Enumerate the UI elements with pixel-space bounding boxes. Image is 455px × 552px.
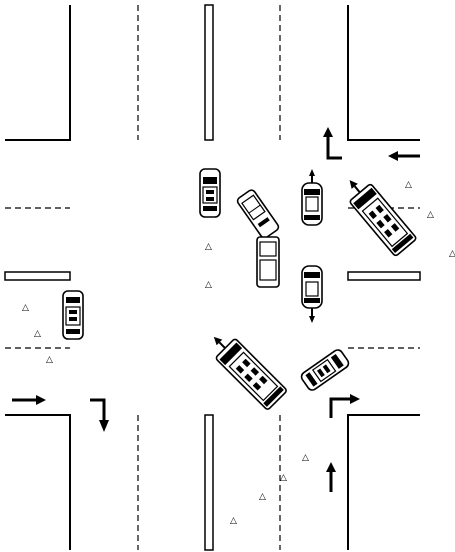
arrow-east-westbound: [388, 151, 420, 161]
truck-south: [213, 336, 287, 410]
arrow-west-eastbound: [12, 395, 46, 405]
median-south: [204, 414, 214, 551]
car-center-down: [301, 265, 323, 323]
arrow-ne-turn: [323, 127, 342, 160]
arrow-sw-turn: [90, 398, 109, 432]
car-north-parked: [199, 168, 221, 218]
cone: △: [205, 280, 212, 290]
median-north: [204, 4, 214, 141]
curb-sw: [5, 414, 71, 550]
arrow-south-northbound: [326, 462, 336, 492]
vehicles: [62, 168, 417, 410]
median-east: [347, 271, 421, 281]
cone: △: [405, 180, 412, 190]
cone: △: [302, 453, 309, 463]
cone: △: [280, 473, 287, 483]
curb-nw: [5, 5, 71, 141]
cone: △: [427, 210, 434, 220]
cone: △: [230, 516, 237, 526]
truck-east: [349, 180, 417, 257]
arrow-se-turn: [329, 394, 360, 418]
cone: △: [34, 329, 41, 339]
cone: △: [46, 355, 53, 365]
car-west: [62, 290, 84, 340]
cone: △: [22, 303, 29, 313]
curb-se: [347, 414, 420, 550]
traffic-arrows: [12, 127, 420, 492]
car-center-white: [256, 236, 280, 288]
curb-ne: [347, 5, 420, 141]
traffic-cones: △ △ △ △ △ △ △ △ △ △ △ △: [22, 180, 455, 526]
lane-lines: [5, 5, 420, 550]
cone: △: [259, 492, 266, 502]
cone: △: [205, 242, 212, 252]
medians: [4, 4, 421, 551]
cone: △: [449, 249, 455, 259]
car-center-up: [301, 169, 323, 226]
road-edges: [5, 5, 420, 550]
median-west: [4, 271, 71, 281]
car-open-door: [236, 189, 280, 239]
car-south-east: [300, 349, 350, 391]
